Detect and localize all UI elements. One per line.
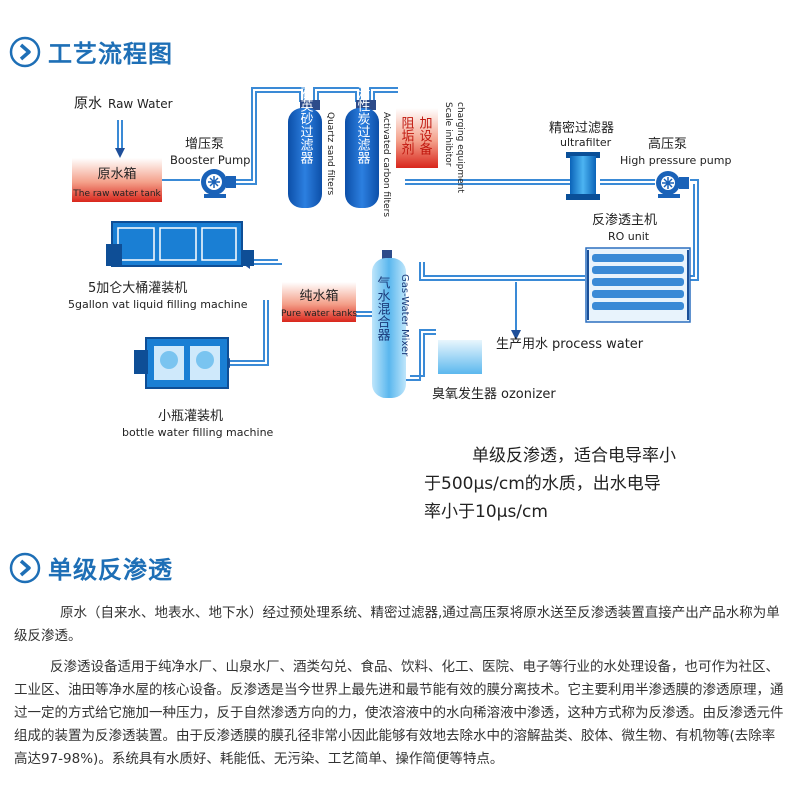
gas-mixer-cn: 气水混合器 xyxy=(375,275,391,342)
gas-water-mixer: 气水混合器 Gas-Water Mixer xyxy=(372,250,410,398)
ro-unit-machine xyxy=(585,247,691,323)
quartz-filter-cn: 石英砂过滤器 xyxy=(298,86,314,165)
gas-mixer-en: Gas-Water Mixer xyxy=(399,274,410,357)
quartz-filter-en: Quartz sand filters xyxy=(325,112,335,196)
ultrafilter-en: ultrafilter xyxy=(560,136,612,149)
high-pressure-pump-cn: 高压泵 xyxy=(648,136,687,152)
paragraph-text: 反渗透设备适用于纯净水厂、山泉水厂、酒类勾兑、食品、饮料、化工、医院、电子等行业… xyxy=(14,659,784,767)
intro-paragraph: 原水（自来水、地表水、地下水）经过预处理系统、精密过滤器,通过高压泵将原水送至反… xyxy=(14,602,788,648)
booster-pump-en: Booster Pump xyxy=(170,153,250,167)
pure-tank-cn: 纯水箱 xyxy=(299,288,338,304)
vat-filling-cn: 5加仑大桶灌装机 xyxy=(88,281,187,296)
ro-unit-cn: 反渗透主机 xyxy=(592,213,657,228)
scale-inhibitor-cn1: 阻垢剂 xyxy=(399,116,415,155)
chevron-circle-icon xyxy=(9,552,41,583)
section-title: 单级反渗透 xyxy=(48,556,173,584)
note-line-1: 单级反渗透，适合电导率小 xyxy=(472,446,676,466)
vat-filling-machine xyxy=(106,221,254,267)
scale-inhibitor-equipment: 阻垢剂 加设备 Scale inhibitor charging equipme… xyxy=(396,102,465,193)
raw-water-tank: 原水箱 The raw water tank xyxy=(72,158,162,202)
bottle-filling-machine xyxy=(134,337,229,389)
high-pressure-pump-icon xyxy=(656,171,689,198)
carbon-filter-cn: 活性炭过滤器 xyxy=(355,86,371,165)
bottle-filling-cn: 小瓶灌装机 xyxy=(158,409,223,424)
booster-pump-icon xyxy=(201,169,236,198)
chevron-circle-icon xyxy=(9,36,41,67)
ultrafilter-cn: 精密过滤器 xyxy=(549,120,614,136)
raw-tank-cn: 原水箱 xyxy=(97,166,136,182)
process-section-header: 工艺流程图 xyxy=(8,34,173,69)
vat-filling-en: 5gallon vat liquid filling machine xyxy=(68,298,248,311)
scale-inhibitor-en1: Scale inhibitor xyxy=(443,102,453,167)
description-paragraph: 反渗透设备适用于纯净水厂、山泉水厂、酒类勾兑、食品、饮料、化工、医院、电子等行业… xyxy=(14,656,788,771)
pure-water-tank: 纯水箱 Pure water tanks xyxy=(281,282,357,322)
carbon-filter-en: Activated carbon filters xyxy=(381,112,391,217)
section-title: 工艺流程图 xyxy=(48,40,173,68)
note-line-3: 率小于10μs/cm xyxy=(424,502,548,522)
quartz-sand-filter: 石英砂过滤器 Quartz sand filters xyxy=(288,86,335,208)
pure-tank-en: Pure water tanks xyxy=(281,309,357,319)
scale-inhibitor-cn2: 加设备 xyxy=(417,116,433,156)
ultrafilter-unit xyxy=(566,152,600,200)
booster-pump-cn: 增压泵 xyxy=(185,137,224,152)
paragraph-text: 原水（自来水、地表水、地下水）经过预处理系统、精密过滤器,通过高压泵将原水送至反… xyxy=(14,605,780,644)
high-pressure-pump-en: High pressure pump xyxy=(620,154,731,167)
conductivity-note: 单级反渗透，适合电导率小 于500μs/cm的水质，出水电导 率小于10μs/c… xyxy=(424,442,724,526)
raw-tank-en: The raw water tank xyxy=(72,189,161,199)
bottle-filling-en: bottle water filling machine xyxy=(122,426,274,439)
ro-unit-en: RO unit xyxy=(608,230,650,243)
pipes xyxy=(117,87,699,381)
scale-inhibitor-en2: charging equipment xyxy=(455,102,465,193)
ozonizer-unit xyxy=(438,340,482,374)
note-line-2: 于500μs/cm的水质，出水电导 xyxy=(424,474,661,494)
single-ro-section-header: 单级反渗透 xyxy=(8,550,173,585)
activated-carbon-filter: 活性炭过滤器 Activated carbon filters xyxy=(345,86,391,217)
